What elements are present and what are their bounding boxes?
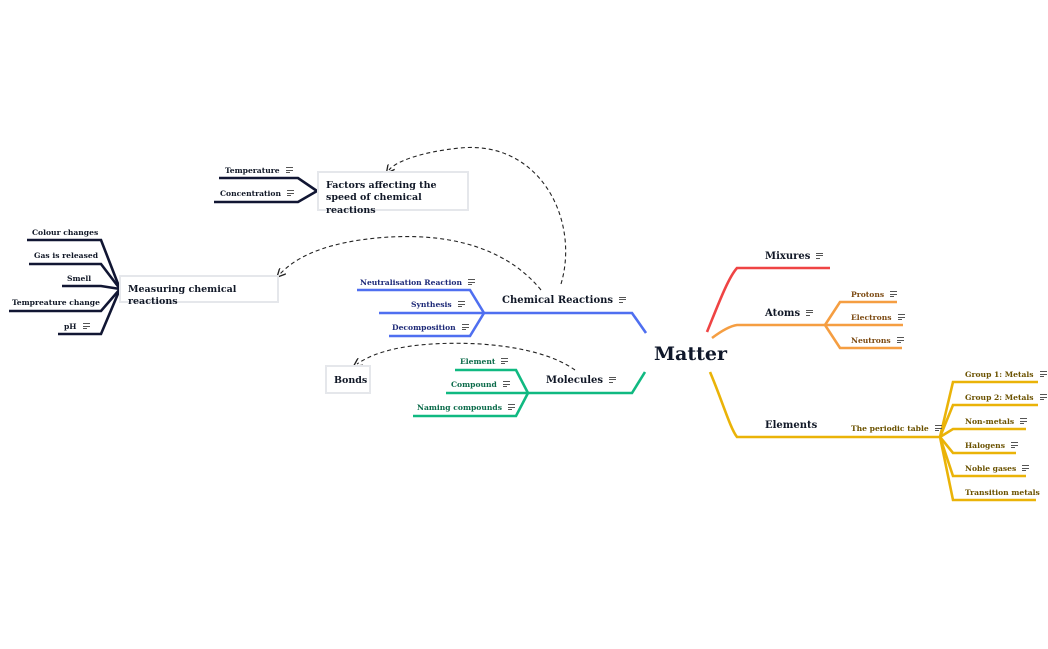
subtopic-label: The periodic table (851, 424, 929, 433)
subtopic-naming-compounds[interactable]: Naming compounds (417, 404, 515, 412)
branch-lines-chemical-reactions (357, 288, 648, 338)
subtopic-decomposition[interactable]: Decomposition (392, 324, 469, 332)
subtopic-label: pH (64, 322, 77, 331)
subtopic-label: Synthesis (411, 300, 452, 309)
notes-icon[interactable] (619, 296, 627, 303)
subtopic-electrons[interactable]: Electrons (851, 314, 905, 322)
subtopic-neutrons[interactable]: Neutrons (851, 337, 904, 345)
subtopic-non-metals[interactable]: Non-metals (965, 417, 1028, 426)
subtopic-label: Compound (451, 380, 497, 389)
relationship-arrow (280, 146, 576, 371)
topic-label: Chemical Reactions (502, 295, 614, 306)
notes-icon[interactable] (934, 425, 942, 432)
topic-label: Mixures (765, 251, 811, 262)
topic-molecules[interactable]: Molecules (546, 375, 617, 386)
branch-lines-measuring (9, 238, 122, 336)
floating-topic-label: Bonds (334, 375, 368, 386)
subtopic-label: Protons (851, 290, 885, 299)
notes-icon[interactable] (502, 381, 510, 388)
subtopic-label: Non-metals (965, 417, 1015, 426)
subtopic-label: Element (460, 357, 496, 366)
notes-icon[interactable] (897, 314, 905, 321)
subtopic-tempreature-change[interactable]: Tempreature change (12, 298, 100, 307)
notes-icon[interactable] (816, 252, 824, 259)
subtopic-protons[interactable]: Protons (851, 290, 898, 299)
notes-icon[interactable] (1022, 465, 1030, 472)
notes-icon[interactable] (1010, 442, 1018, 449)
subtopic-synthesis[interactable]: Synthesis (411, 301, 465, 309)
floating-topic-measuring[interactable]: Measuring chemical reactions (119, 275, 279, 307)
notes-icon[interactable] (457, 301, 465, 308)
notes-icon[interactable] (896, 337, 904, 344)
notes-icon[interactable] (1039, 394, 1047, 401)
topic-elements[interactable]: Elements (765, 420, 818, 431)
subtopic-label: Neutralisation Reaction (360, 278, 462, 287)
subtopic-element[interactable]: Element (460, 357, 509, 366)
branch-lines-atoms (711, 300, 903, 350)
branch-line-mixures (705, 266, 830, 333)
floating-topic-bonds[interactable]: Bonds (325, 365, 371, 394)
central-topic[interactable]: Matter (654, 343, 727, 365)
notes-icon[interactable] (806, 309, 814, 316)
notes-icon[interactable] (467, 279, 475, 286)
notes-icon[interactable] (285, 167, 293, 174)
subtopic-temperature[interactable]: Temperature (225, 167, 293, 175)
subtopic-label: Halogens (965, 441, 1005, 450)
topic-mixures[interactable]: Mixures (765, 251, 824, 262)
notes-icon[interactable] (1039, 371, 1047, 378)
subtopic-label: Decomposition (392, 323, 456, 332)
topic-label: Atoms (765, 308, 801, 319)
floating-topic-label: Factors affecting the speed of chemical … (326, 180, 437, 216)
subtopic-neutralisation-reaction[interactable]: Neutralisation Reaction (360, 279, 475, 287)
subtopic-halogens[interactable]: Halogens (965, 442, 1018, 450)
subtopic-transition-metals[interactable]: Transition metals (965, 488, 1040, 497)
topic-label: Molecules (546, 375, 604, 386)
subtopic-colour-changes[interactable]: Colour changes (32, 228, 99, 237)
subtopic-label: Electrons (851, 313, 892, 322)
subtopic-noble-gases[interactable]: Noble gases (965, 464, 1030, 473)
topic-chemical-reactions[interactable]: Chemical Reactions (502, 295, 627, 306)
floating-topic-factors[interactable]: Factors affecting the speed of chemical … (317, 171, 469, 216)
subtopic-group-2-metals[interactable]: Group 2: Metals (965, 394, 1047, 402)
branch-lines-factors (214, 176, 318, 204)
notes-icon[interactable] (501, 358, 509, 365)
branch-lines-molecules (413, 368, 647, 418)
subtopic-label: Group 1: Metals (965, 370, 1034, 379)
topic-atoms[interactable]: Atoms (765, 308, 814, 319)
subtopic-compound[interactable]: Compound (451, 381, 510, 389)
subtopic-label: Naming compounds (417, 403, 502, 412)
notes-icon[interactable] (609, 376, 617, 383)
notes-icon[interactable] (461, 324, 469, 331)
subtopic-group-1-metals[interactable]: Group 1: Metals (965, 371, 1047, 379)
notes-icon[interactable] (82, 323, 90, 330)
notes-icon[interactable] (507, 404, 515, 411)
notes-icon[interactable] (287, 190, 295, 197)
subtopic-gas-released[interactable]: Gas is released (34, 251, 99, 260)
subtopic-label: Temperature (225, 166, 280, 175)
notes-icon[interactable] (890, 291, 898, 298)
floating-topic-label: Measuring chemical reactions (128, 284, 237, 308)
subtopic-label: Noble gases (965, 464, 1017, 473)
subtopic-label: Group 2: Metals (965, 393, 1034, 402)
subtopic-label: Neutrons (851, 336, 891, 345)
subtopic-ph[interactable]: pH (64, 323, 90, 331)
subtopic-label: Concentration (220, 189, 282, 198)
subtopic-smell[interactable]: Smell (67, 274, 92, 283)
notes-icon[interactable] (1020, 418, 1028, 425)
subtopic-periodic-table[interactable]: The periodic table (851, 425, 942, 433)
subtopic-concentration[interactable]: Concentration (220, 189, 295, 198)
branch-lines-elements (708, 371, 1038, 502)
